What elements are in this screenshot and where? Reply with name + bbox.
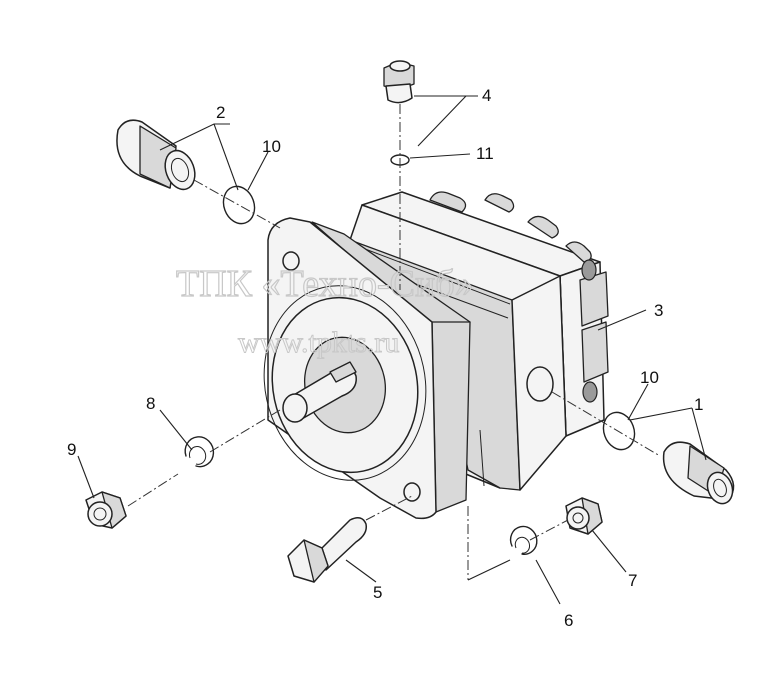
washer-6 (509, 525, 538, 555)
nut-7 (565, 497, 603, 535)
fitting-1 (662, 441, 735, 505)
o-ring-10-right (602, 411, 636, 451)
callout-label: 10 (640, 368, 659, 387)
callout-label: 2 (216, 103, 225, 122)
mounting-flange (263, 217, 471, 520)
watermark-name: ТПК «Техно-Сиб» (176, 263, 474, 305)
callout-label: 7 (628, 571, 637, 590)
bolt-5 (287, 517, 368, 583)
leader-lines (77, 95, 707, 605)
fitting-2 (116, 119, 196, 191)
callout-label: 5 (373, 583, 382, 602)
nut-9 (85, 491, 127, 529)
callout-label: 11 (476, 144, 494, 163)
callout-label: 9 (67, 440, 76, 459)
watermark-url: www.tpkts.ru (238, 326, 399, 359)
callout-label: 8 (146, 394, 155, 413)
fitting-4 (383, 60, 415, 104)
callout-label: 6 (564, 611, 573, 630)
callout-label: 4 (482, 86, 491, 105)
callout-label: 1 (694, 395, 703, 414)
callout-label: 10 (262, 137, 281, 156)
o-ring-10-left (222, 185, 256, 225)
washer-8 (184, 436, 215, 468)
callout-label: 3 (654, 301, 663, 320)
